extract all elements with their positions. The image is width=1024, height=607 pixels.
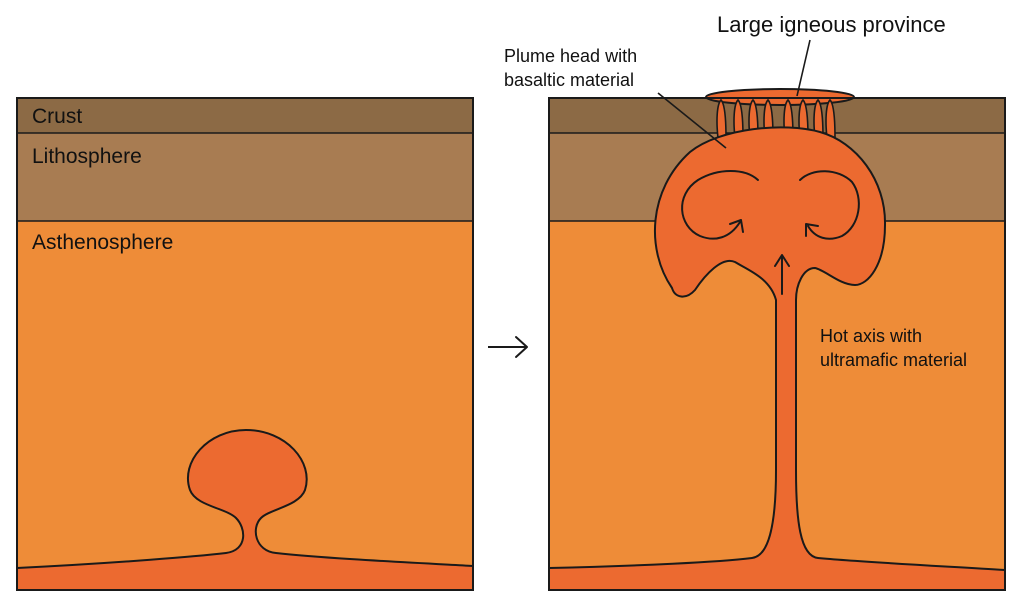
hot-axis-label-line2: ultramafic material [820, 350, 967, 370]
plume-head-leader-line [657, 92, 727, 149]
right-mature-plume [548, 126, 1006, 591]
large-igneous-province-label: Large igneous province [717, 12, 946, 37]
left-lithosphere-layer [17, 133, 473, 221]
asthenosphere-label: Asthenosphere [32, 231, 173, 254]
lithosphere-label: Lithosphere [32, 145, 142, 168]
left-panel-border [16, 97, 474, 591]
lip-leader-line [796, 39, 811, 97]
hot-axis-label-line1: Hot axis with [820, 326, 922, 346]
transition-arrow-icon [488, 336, 528, 358]
left-crust-layer [17, 98, 473, 133]
convection-swirl-icons [681, 170, 860, 295]
crust-label: Crust [32, 105, 82, 128]
plume-head-label-line1: Plume head with [504, 46, 637, 66]
right-panel-border [548, 97, 1006, 591]
left-panel: Crust Lithosphere Asthenosphere [16, 97, 474, 591]
left-early-plume [16, 429, 474, 591]
plume-head-label-line2: basaltic material [504, 70, 634, 90]
right-panel: Large igneous province Plume head with b… [504, 12, 1006, 591]
